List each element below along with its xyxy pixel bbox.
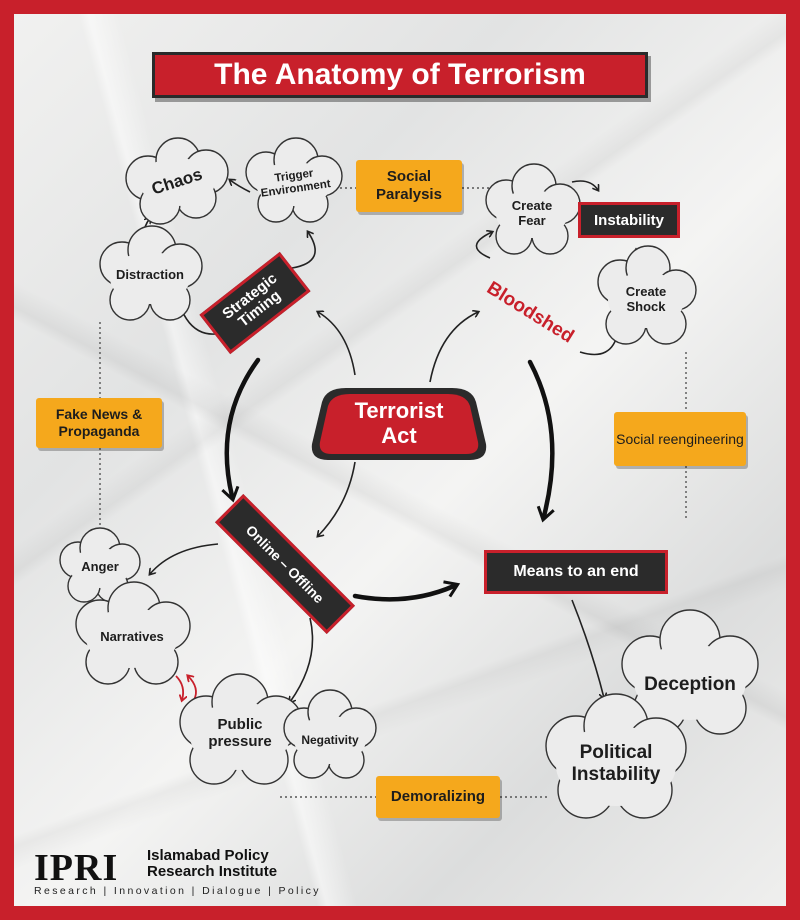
cloud-narratives	[75, 581, 191, 685]
red-double-arrow	[175, 676, 197, 700]
cloud-political-instability	[545, 693, 687, 819]
fake-news-box: Fake News & Propaganda	[36, 398, 162, 448]
cloud-chaos	[125, 137, 229, 225]
ipri-tagline: Research | Innovation | Dialogue | Polic…	[34, 885, 321, 897]
dotted-guides	[99, 187, 687, 798]
public-pressure-label: Public pressure	[208, 716, 272, 751]
cloud-trigger-environment	[245, 137, 343, 223]
create-shock-label: Create Shock	[625, 284, 667, 314]
cloud-create-shock	[597, 245, 697, 345]
cloud-shapes	[59, 137, 759, 819]
terrorist-act-label: Terrorist Act	[354, 398, 444, 449]
anger-label: Anger	[81, 559, 119, 574]
instability-box: Instability	[578, 202, 680, 238]
means-to-an-end-box: Means to an end	[484, 550, 668, 594]
distraction-label: Distraction	[116, 267, 184, 282]
demoralizing-box: Demoralizing	[376, 776, 500, 818]
negativity-label: Negativity	[301, 733, 359, 747]
page-title: The Anatomy of Terrorism	[152, 52, 648, 98]
narratives-label: Narratives	[100, 629, 164, 644]
ipri-org-name: Islamabad Policy Research Institute	[147, 848, 277, 880]
cloud-deception	[621, 609, 759, 735]
political-instability-label: Political Instability	[571, 742, 661, 785]
cloud-distraction	[99, 225, 203, 321]
ipri-logo: IPRI	[34, 847, 119, 889]
ipri-org-line1: Islamabad Policy	[147, 847, 269, 864]
cloud-negativity	[283, 689, 377, 779]
terrorist-act-shape	[311, 388, 487, 460]
thick-arrows	[221, 357, 555, 602]
deception-label: Deception	[644, 674, 736, 695]
cloud-create-fear	[485, 163, 581, 255]
social-paralysis-box: Social Paralysis	[356, 160, 462, 212]
create-fear-label: Create Fear	[511, 198, 553, 228]
cloud-public-pressure	[179, 673, 303, 785]
ipri-org-line2: Research Institute	[147, 862, 278, 880]
social-reengineering-box: Social reengineering	[614, 412, 746, 466]
